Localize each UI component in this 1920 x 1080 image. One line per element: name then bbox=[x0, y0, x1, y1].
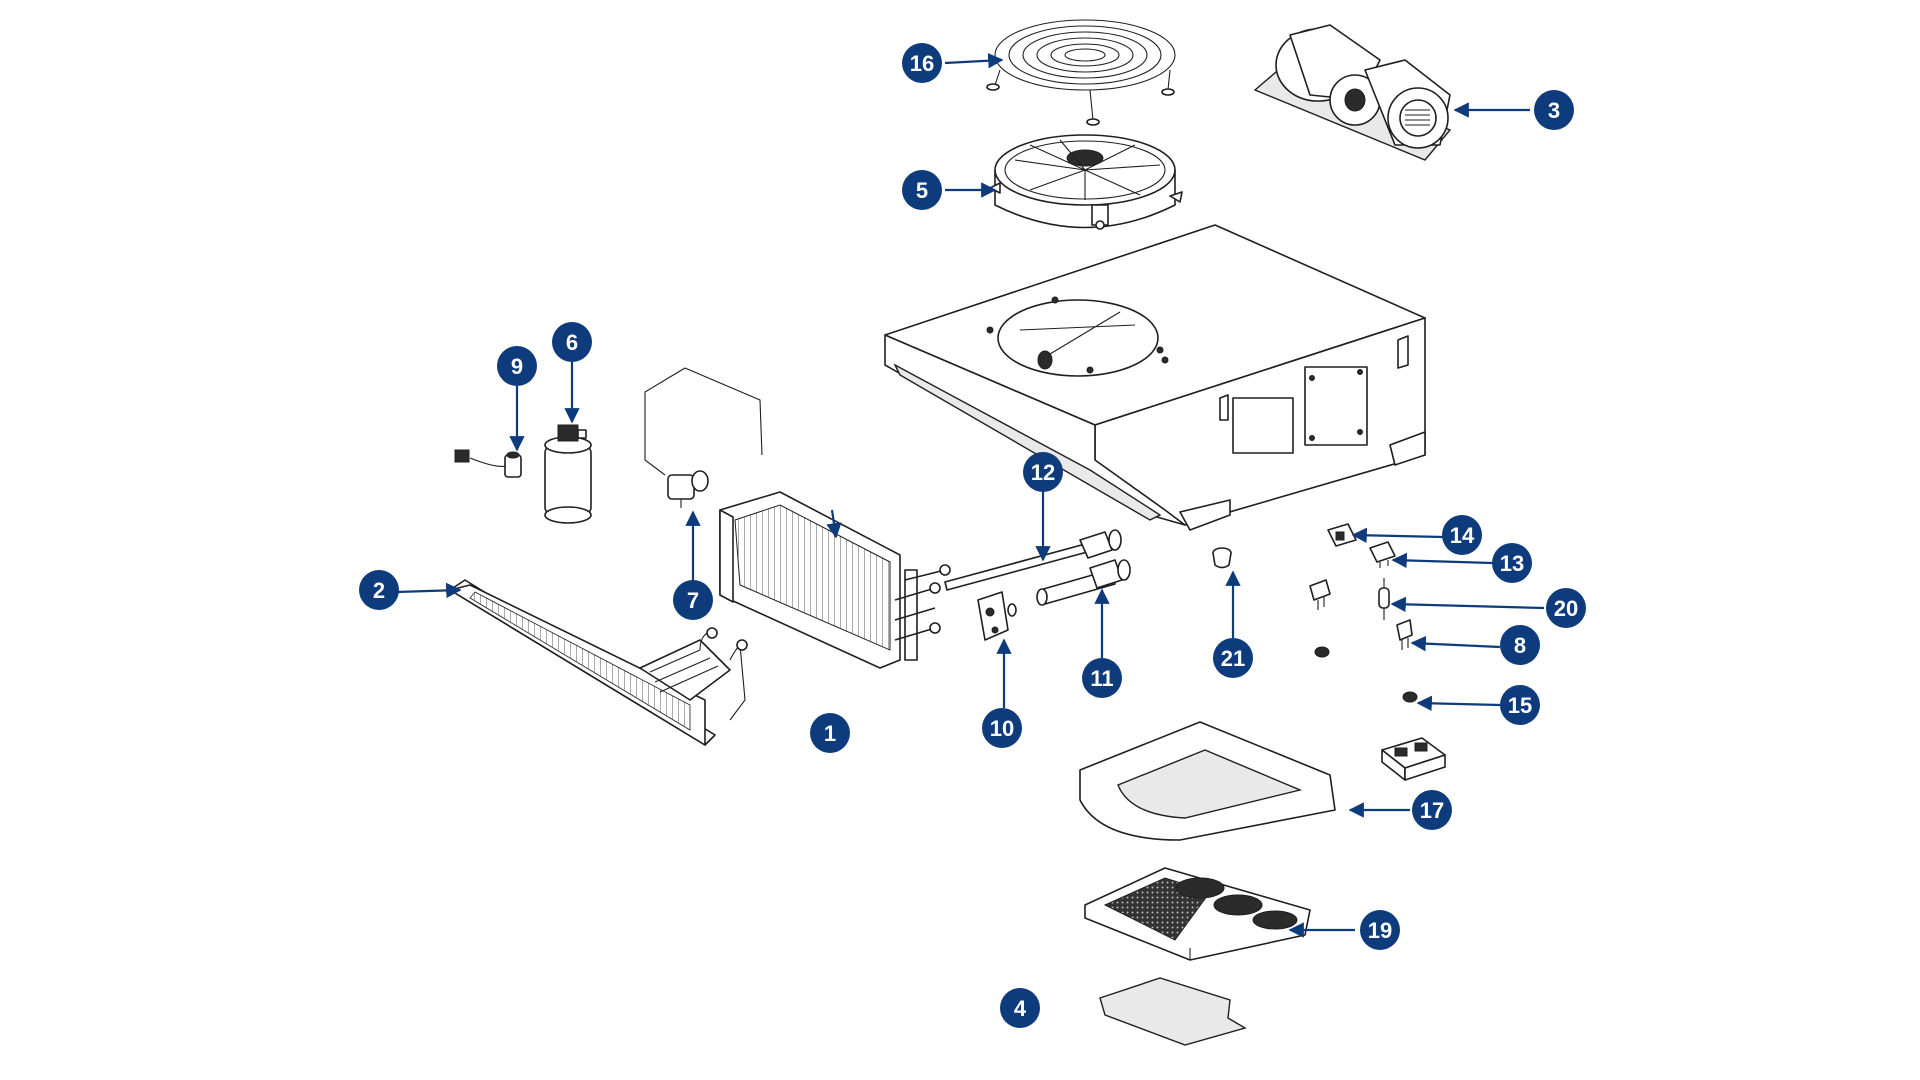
main-housing bbox=[884, 224, 1426, 531]
callout-number: 3 bbox=[1548, 98, 1560, 123]
callout-3: 3 bbox=[1534, 90, 1574, 130]
callout-number: 7 bbox=[687, 588, 699, 613]
callout-1: 1 bbox=[810, 713, 850, 753]
expansion-valve-part bbox=[977, 591, 1017, 641]
plug-part bbox=[1402, 691, 1418, 703]
callout-14: 14 bbox=[1442, 515, 1482, 555]
callout-number: 11 bbox=[1090, 666, 1113, 691]
callout-number: 14 bbox=[1450, 523, 1475, 548]
callout-number: 15 bbox=[1508, 693, 1532, 718]
relay-part bbox=[1327, 523, 1357, 547]
sensor-part bbox=[1396, 619, 1413, 650]
callout-number: 9 bbox=[511, 354, 523, 379]
callout-16: 16 bbox=[902, 43, 942, 83]
callout-number: 17 bbox=[1420, 798, 1444, 823]
fuse-part bbox=[1378, 578, 1390, 620]
callout-number: 16 bbox=[910, 51, 934, 76]
callout-21: 21 bbox=[1213, 638, 1253, 678]
trim-ring-part bbox=[1079, 721, 1336, 841]
callout-10: 10 bbox=[982, 708, 1022, 748]
leader-lines bbox=[395, 53, 1545, 938]
callout-4: 4 bbox=[1000, 988, 1040, 1028]
filter-part bbox=[1099, 977, 1247, 1046]
receiver-drier-part bbox=[544, 424, 592, 524]
callout-7: 7 bbox=[673, 580, 713, 620]
callout-number: 20 bbox=[1554, 596, 1578, 621]
switch-part bbox=[1369, 541, 1396, 568]
callout-6: 6 bbox=[552, 322, 592, 362]
callout-number: 8 bbox=[1514, 633, 1526, 658]
callout-5: 5 bbox=[902, 170, 942, 210]
callout-number: 21 bbox=[1221, 646, 1245, 671]
interior-grille-part bbox=[1084, 867, 1311, 961]
callout-number: 5 bbox=[916, 178, 928, 203]
callout-number: 19 bbox=[1368, 918, 1392, 943]
condenser-fan-part bbox=[989, 134, 1183, 230]
heater-coil-part bbox=[449, 579, 748, 746]
callout-20: 20 bbox=[1546, 588, 1586, 628]
callout-11: 11 bbox=[1082, 658, 1122, 698]
callout-number: 6 bbox=[566, 330, 578, 355]
callout-number: 1 bbox=[824, 721, 836, 746]
hose-fitting-part bbox=[1036, 559, 1131, 606]
connector-part bbox=[1309, 579, 1331, 610]
callout-2: 2 bbox=[359, 570, 399, 610]
drain-fitting-part bbox=[1212, 547, 1232, 569]
grommet-part bbox=[1314, 646, 1330, 658]
callout-number: 4 bbox=[1014, 996, 1027, 1021]
callout-17: 17 bbox=[1412, 790, 1452, 830]
callout-number: 12 bbox=[1031, 460, 1055, 485]
callout-9: 9 bbox=[497, 346, 537, 386]
fan-guard-part bbox=[986, 19, 1176, 126]
callout-13: 13 bbox=[1492, 543, 1532, 583]
blower-part bbox=[1253, 24, 1452, 161]
evaporator-coil-part bbox=[719, 491, 951, 669]
pressure-switch-part bbox=[454, 449, 522, 478]
callout-19: 19 bbox=[1360, 910, 1400, 950]
control-switch-panel-part bbox=[1381, 737, 1446, 781]
callout-number: 10 bbox=[990, 716, 1014, 741]
callout-number: 13 bbox=[1500, 551, 1524, 576]
callout-number: 2 bbox=[373, 578, 385, 603]
thermostat-part bbox=[644, 367, 763, 508]
callout-15: 15 bbox=[1500, 685, 1540, 725]
callout-8: 8 bbox=[1500, 625, 1540, 665]
callout-12: 12 bbox=[1023, 452, 1063, 492]
